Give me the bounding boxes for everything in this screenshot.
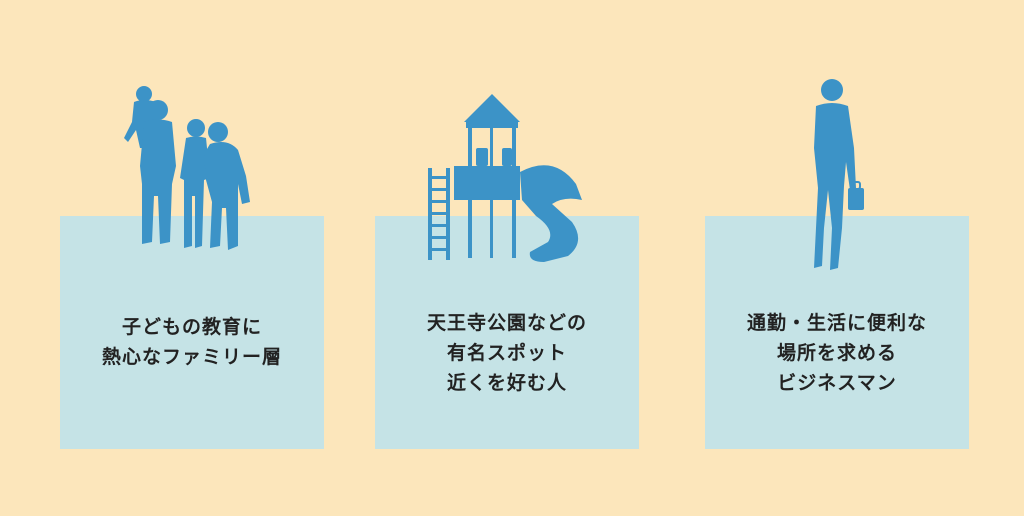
playground-icon <box>428 94 582 262</box>
caption-line: 天王寺公園などの <box>426 312 587 334</box>
caption-line: 近くを好む人 <box>446 372 567 394</box>
caption-line: 場所を求める <box>776 342 897 364</box>
businessman-icon <box>814 79 864 270</box>
caption-line: 通勤・生活に便利な <box>746 312 927 334</box>
caption-line: 熱心なファミリー層 <box>101 346 282 368</box>
caption-line: 子どもの教育に <box>121 316 262 338</box>
panel-famous-spots: 天王寺公園などの 有名スポット 近くを好む人 <box>375 216 639 449</box>
panel-family: 子どもの教育に 熱心なファミリー層 <box>60 216 324 449</box>
caption-business: 通勤・生活に便利な 場所を求める ビジネスマン <box>705 308 969 398</box>
caption-family: 子どもの教育に 熱心なファミリー層 <box>60 312 324 372</box>
caption-line: ビジネスマン <box>777 372 897 394</box>
caption-famous-spots: 天王寺公園などの 有名スポット 近くを好む人 <box>375 308 639 398</box>
caption-line: 有名スポット <box>446 342 567 364</box>
family-silhouette-icon <box>124 86 250 250</box>
